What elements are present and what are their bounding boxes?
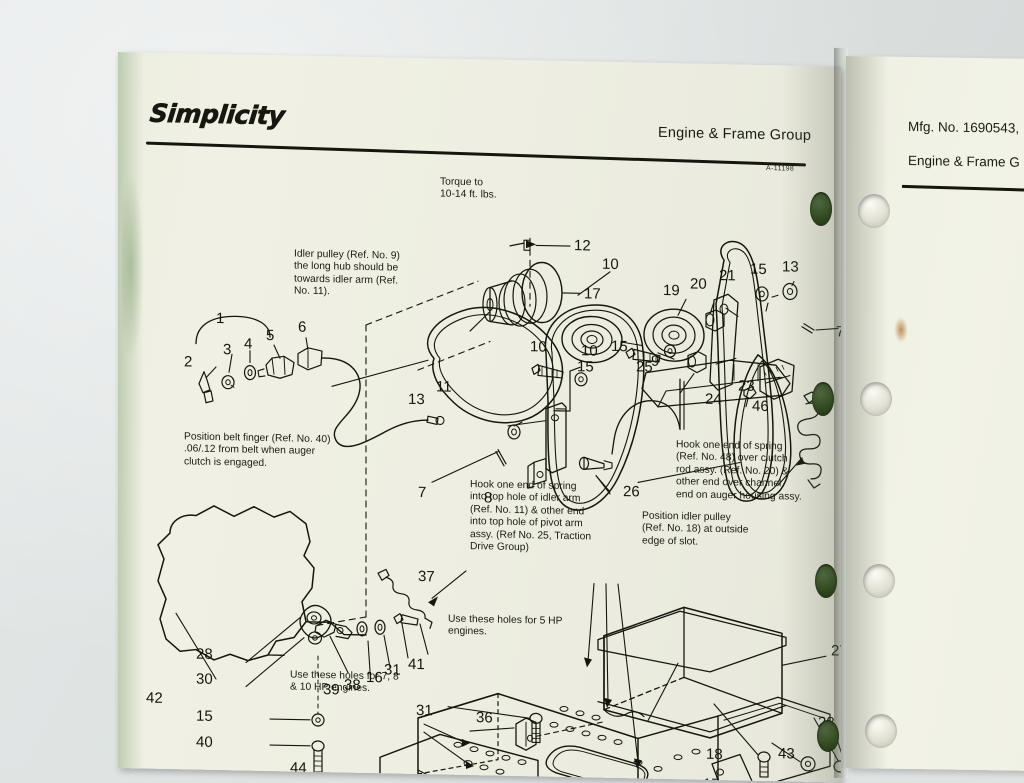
page-gutter-shading [781,65,841,782]
bolt-46 [444,778,462,783]
note-torque: Torque to 10-14 ft. lbs. [440,176,497,202]
engine-cover-27 [598,606,786,740]
binder-hole-right-3 [863,564,895,598]
right-page-rule [902,185,1024,195]
binder-hole-left-3 [815,564,837,598]
note-idler-pulley: Idler pulley (Ref. No. 9) the long hub s… [294,249,400,301]
binder-hole-right-4 [865,714,897,748]
callout-20: 21 [719,267,736,284]
bolt-8 [580,457,613,470]
callout-31-b: 31 [384,661,401,678]
parts-manual-book: Simplicity Engine & Frame Group A-11198 [118,52,1024,768]
callout-25: 25 [636,358,653,375]
seven-eight-ten-hp-hole-arrows [424,724,474,769]
callout-41: 39 [323,681,340,698]
callout-30: 28 [196,646,213,663]
callout-15-d: 15 [196,708,213,725]
belt-12 [428,306,563,424]
callout-21: 17 [703,776,720,783]
binder-hole-left-4 [817,720,839,752]
page-content: Simplicity Engine & Frame Group A-11198 [118,52,841,783]
five-hp-hole-arrows [584,583,642,768]
callout-22: 18 [706,746,723,763]
cable-assembly-group [196,316,444,449]
exploded-parts-diagram [118,52,841,783]
callout-23: 23 [738,377,755,394]
callout-4: 4 [244,336,252,353]
callout-46: 44 [290,759,307,776]
rust-spot [894,317,908,343]
callout-48: 46 [752,398,769,415]
callout-19: 20 [690,275,707,292]
callout-11: 11 [436,378,452,395]
bushing-25 [688,351,706,372]
callout-3: 3 [223,341,231,358]
callout-17: 12 [574,237,591,254]
callout-13-a: 13 [408,391,425,408]
note-position-idler: Position idler pulley (Ref. No. 18) at o… [642,511,748,550]
callout-26: 26 [623,483,640,500]
nut-13-center [508,425,520,439]
callout-32: 31 [416,702,433,719]
binder-hole-right-2 [860,382,892,416]
callout-6: 6 [298,319,306,336]
callout-5: 5 [266,327,274,344]
callout-40: 38 [344,677,361,694]
callout-15-a: 15 [577,358,594,375]
callout-10-a: 10 [530,338,547,355]
pulley-16 [483,261,580,327]
bolt-22 [758,752,770,777]
callout-39: 41 [408,656,425,673]
callout-42: 40 [196,734,213,751]
right-page-group-title: Engine & Frame G [908,153,1020,170]
callout-12: 10 [602,256,619,273]
callout-31-a: 30 [196,671,213,688]
torque-callout-arrow [510,240,570,251]
binder-hole-left-2 [812,382,834,416]
bolt-42 [312,741,324,772]
callout-38: 37 [418,568,435,585]
callout-15-c: 15 [611,338,628,355]
washer-15-right [756,287,768,301]
callout-15-b: 15 [750,261,767,278]
binder-hole-left-1 [810,192,832,226]
callout-18: 19 [663,282,680,299]
clutch-rod [612,378,684,455]
callout-2: 2 [184,353,192,370]
callout-37: 36 [476,709,493,726]
engine-housing-outline [158,505,366,663]
callout-1: 1 [216,310,224,327]
manual-left-page: Simplicity Engine & Frame Group A-11198 [118,52,841,783]
callout-7-left: 7 [418,484,426,501]
washer-15-bottomleft [312,714,324,726]
binder-hole-right-1 [858,194,890,228]
callout-15-e: 16 [366,669,383,686]
note-holes-5hp: Use these holes for 5 HP engines. [448,614,562,641]
callout-24: 24 [705,391,722,408]
callout-8: 8 [484,489,492,506]
right-page-mfg-no: Mfg. No. 1690543, [908,119,1019,136]
callout-43: 42 [146,690,163,707]
note-belt-finger: Position belt finger (Ref. No. 40) .06/.… [184,431,331,471]
callout-10-b: 10 [581,342,598,359]
callout-16: 17 [584,285,601,302]
washer-15-right-lower [665,345,676,357]
